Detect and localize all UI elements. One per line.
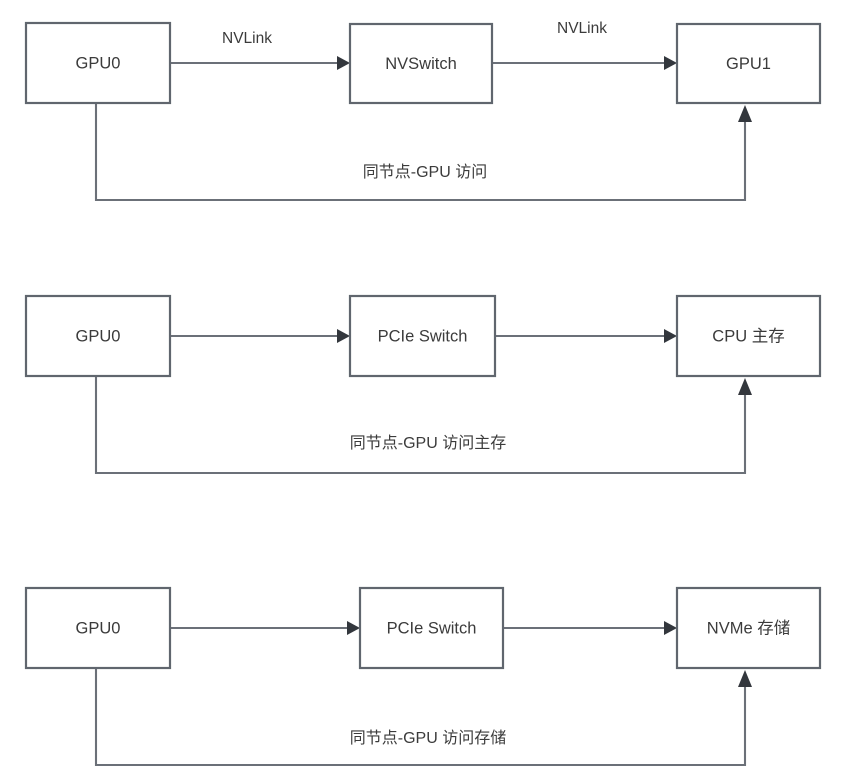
node-box-destination[interactable] <box>675 586 822 670</box>
feedback-loop-line <box>94 103 747 202</box>
node-box-source[interactable] <box>24 586 172 670</box>
edge-label-mid-dst: NVLink <box>557 20 607 37</box>
node-box-source[interactable] <box>24 21 172 105</box>
node-box-source[interactable] <box>24 294 172 378</box>
arrowhead-middle-to-destination-icon <box>664 621 677 635</box>
arrowhead-source-to-middle-icon <box>347 621 360 635</box>
edge-label-src-mid: NVLink <box>222 30 272 47</box>
node-label-middle: PCIe Switch <box>378 327 468 345</box>
feedback-loop-line <box>94 376 747 475</box>
arrowhead-source-to-middle-icon <box>337 56 350 70</box>
feedback-loop-label: 同节点-GPU 访问主存 <box>350 434 506 452</box>
node-label-source: GPU0 <box>76 619 121 637</box>
feedback-loop-line <box>94 668 747 767</box>
node-label-destination: CPU 主存 <box>712 326 784 345</box>
node-label-source: GPU0 <box>76 327 121 345</box>
node-box-destination[interactable] <box>675 294 822 378</box>
arrowhead-middle-to-destination-icon <box>664 56 677 70</box>
feedback-loop-label: 同节点-GPU 访问 <box>363 163 487 181</box>
node-label-destination: GPU1 <box>726 55 771 73</box>
node-box-destination[interactable] <box>675 22 822 105</box>
arrowhead-source-to-middle-icon <box>337 329 350 343</box>
node-label-middle: NVSwitch <box>385 55 457 73</box>
node-box-middle[interactable] <box>348 22 494 105</box>
feedback-loop-label: 同节点-GPU 访问存储 <box>350 729 506 747</box>
node-label-destination: NVMe 存储 <box>707 618 790 637</box>
arrowhead-feedback-loop-icon <box>738 670 752 687</box>
arrowhead-feedback-loop-icon <box>738 105 752 122</box>
node-label-source: GPU0 <box>76 54 121 72</box>
arrowhead-middle-to-destination-icon <box>664 329 677 343</box>
node-label-middle: PCIe Switch <box>387 619 477 637</box>
arrowhead-feedback-loop-icon <box>738 378 752 395</box>
node-box-middle[interactable] <box>358 586 505 670</box>
node-box-middle[interactable] <box>348 294 497 378</box>
